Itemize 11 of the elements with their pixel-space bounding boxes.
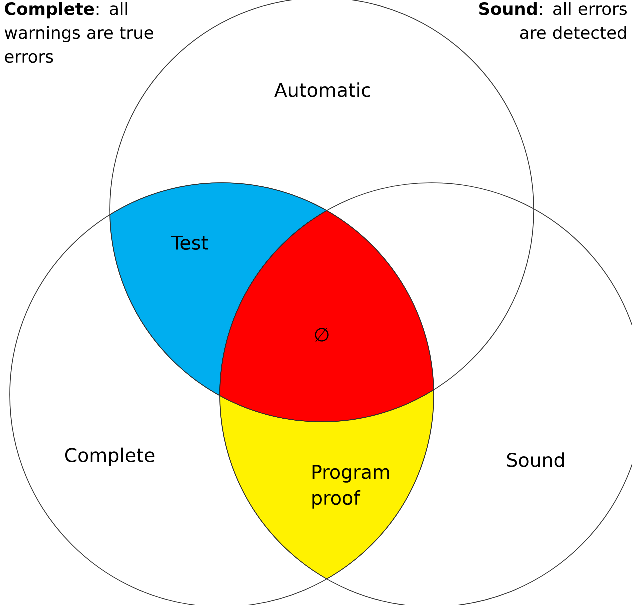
region-label: Program proof [312, 465, 390, 509]
region-label: Test [171, 236, 208, 250]
region-fill [220, 210, 434, 422]
region-fill [110, 182, 328, 396]
set-label: Automatic [274, 82, 370, 98]
set-label: Sound [507, 452, 564, 468]
note: Sound: all errors are detected [480, 2, 627, 40]
note: Complete: all warnings are true errors [4, 2, 154, 64]
region-label: ∅ [315, 328, 329, 342]
set-label: Complete [65, 448, 155, 466]
region-fill [220, 390, 434, 580]
